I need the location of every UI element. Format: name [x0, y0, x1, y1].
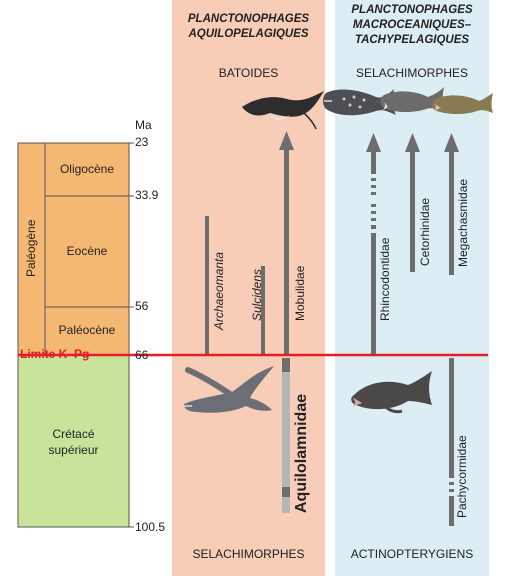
- aquilo-heading-line1: PLANCTONOPHAGES: [187, 13, 310, 25]
- macro-heading-line2: MACROCEANIQUES–: [352, 19, 472, 31]
- megachasmidae-bar: [449, 150, 454, 275]
- rhincodontidae-label: Rhincodontidae: [378, 237, 392, 321]
- cretaceous-label: Crétacé supérieur: [18, 426, 129, 458]
- sulcidens-bar: [261, 266, 265, 355]
- aquilolamnidae-bar-light: [282, 358, 290, 513]
- rhincodontidae-upper-bar: [371, 150, 376, 174]
- aquilolamna-illustration: [184, 366, 274, 413]
- pachycormid-illustration: [351, 371, 432, 414]
- eocene-label: Eocène: [66, 244, 108, 258]
- megachasmidae-arrowhead: [444, 133, 459, 152]
- mobulidae-label: Mobulidae: [293, 265, 307, 321]
- macro-heading-line1: PLANCTONOPHAGES: [351, 4, 473, 16]
- rhincodontidae-dash-7: [371, 192, 376, 195]
- aquilo-top-group: BATOIDES: [218, 66, 279, 80]
- pachycormidae-lower-bar: [449, 496, 454, 526]
- archaeomanta-label: Archaeomanta: [212, 251, 226, 330]
- megamouth-shark-illustration: [432, 93, 493, 114]
- macro-heading-line3: TACHYPELAGIQUES: [354, 34, 470, 46]
- aquilolamnidae-bar-dark-low: [282, 487, 290, 497]
- tick-label-56: 56: [135, 299, 149, 313]
- aquilolamnidae-bar-dark: [282, 358, 290, 372]
- rhincodontidae-arrowhead: [366, 133, 381, 152]
- pachycormidae-dash-2: [449, 489, 454, 492]
- paleocene-label: Paléocène: [58, 323, 116, 337]
- aquilo-column-bg: [172, 0, 325, 576]
- ma-unit-label: Ma: [135, 118, 152, 132]
- aquilo-heading-line2: AQUILOPELAGIQUES: [188, 28, 309, 40]
- tick-label-23: 23: [135, 135, 149, 149]
- rhincodontidae-dash-5: [371, 178, 376, 181]
- rhincodontidae-dash-2: [371, 218, 376, 221]
- cetorhinidae-bar: [410, 150, 415, 272]
- pachycormidae-dash-1: [449, 482, 454, 485]
- rhincodontidae-dash-6: [371, 185, 376, 188]
- cretaceous-label-line1: Crétacé: [52, 427, 95, 441]
- aquilo-bottom-group: SELACHIMORPHES: [192, 547, 305, 561]
- cretaceous-box: [17, 354, 130, 528]
- whale-shark-illustration: [323, 89, 396, 116]
- rhincodontidae-dash-1: [371, 225, 376, 229]
- archaeomanta-bar: [205, 216, 209, 355]
- aquilo-heading: PLANCTONOPHAGES AQUILOPELAGIQUES: [172, 12, 325, 42]
- tick-label-33-9: 33.9: [135, 188, 159, 202]
- macro-bottom-group: ACTINOPTERYGIENS: [350, 547, 474, 561]
- pachycormidae-bar: [449, 358, 454, 478]
- cretaceous-label-line2: supérieur: [48, 443, 99, 457]
- paleogene-label: Paléogène: [24, 219, 38, 277]
- aquilolamnidae-label: Aquilolamnidae: [293, 393, 310, 513]
- rhincodontidae-dash-3: [371, 211, 376, 214]
- kpg-boundary-label: Limite K–Pg: [20, 347, 90, 361]
- macro-heading: PLANCTONOPHAGES MACROCEANIQUES– TACHYPEL…: [335, 3, 489, 48]
- tick-label-100-5: 100.5: [135, 520, 166, 534]
- cetorhinidae-label: Cetorhinidae: [418, 197, 432, 266]
- sulcidens-label: Sulcidens: [250, 268, 264, 321]
- mobulidae-arrowhead: [279, 131, 294, 150]
- rhincodontidae-dash-4: [371, 204, 376, 207]
- mobulidae-bar: [284, 148, 289, 355]
- manta-ray-illustration: [242, 91, 324, 130]
- basking-shark-illustration: [380, 87, 444, 113]
- oligocene-label: Oligocène: [59, 162, 115, 176]
- tick-label-66: 66: [135, 348, 149, 362]
- megachasmidae-label: Megachasmidae: [456, 178, 470, 267]
- cetorhinidae-arrowhead: [405, 133, 420, 152]
- macro-top-group: SELACHIMORPHES: [355, 66, 469, 80]
- pachycormidae-label: Pachycormidae: [455, 435, 469, 518]
- rhincodontidae-bar: [371, 233, 376, 355]
